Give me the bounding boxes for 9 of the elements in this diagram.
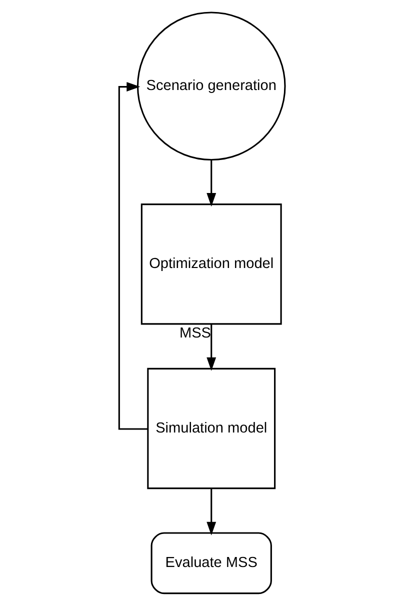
arrow xyxy=(118,82,148,430)
node-box: Simulation model xyxy=(146,368,276,490)
arrow xyxy=(206,324,216,371)
arrow xyxy=(206,160,216,207)
node-box: Evaluate MSS xyxy=(150,532,272,594)
node-circle: Scenario generation xyxy=(136,12,286,161)
node-box: Optimization model xyxy=(140,204,282,325)
edge-label: MSS xyxy=(178,325,211,342)
arrow xyxy=(206,488,216,536)
